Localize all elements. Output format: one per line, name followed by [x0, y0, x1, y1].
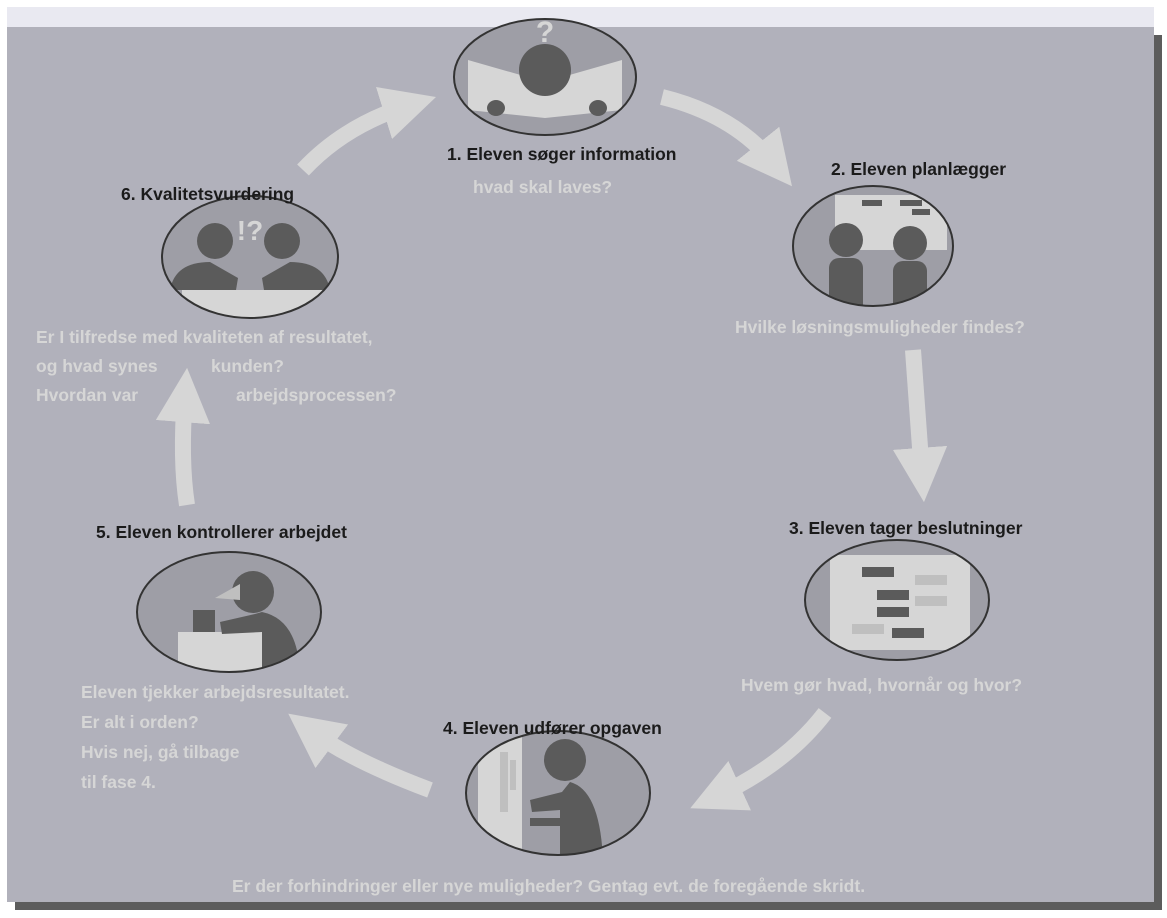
discussion-icon: !?	[161, 195, 339, 319]
step-4-description: Er der forhindringer eller nye mulighede…	[232, 876, 865, 896]
step-6-title: 6. Kvalitetsvurdering	[121, 184, 294, 204]
step-5-title: 5. Eleven kontrollerer arbejdet	[96, 522, 347, 542]
arrow-4-to-5	[288, 713, 433, 798]
team-planning-icon	[792, 185, 954, 307]
arrow-3-to-4	[690, 708, 832, 811]
question-icon: ?	[453, 16, 637, 136]
cycle-arrows	[155, 87, 948, 811]
step-3-title: 3. Eleven tager beslutninger	[789, 518, 1023, 538]
worker-icon	[465, 730, 651, 856]
arrow-6-to-1	[297, 87, 436, 176]
step-5-description-line-3: Hvis nej, gå tilbage	[81, 742, 240, 762]
step-5: 5. Eleven kontrollerer arbejdet Eleven t…	[81, 522, 349, 792]
step-6-description-line-5: arbejdsprocessen?	[236, 385, 396, 405]
arrow-5-to-6	[155, 367, 211, 507]
arrow-1-to-2	[660, 89, 792, 187]
step-6-description-line-4: Hvordan var	[36, 385, 138, 405]
step-5-description-line-4: til fase 4.	[81, 772, 156, 792]
svg-text:!?: !?	[237, 215, 263, 246]
step-6-description-line-3: kunden?	[211, 356, 284, 376]
step-4: 4. Eleven udfører opgaven Er der forhind…	[232, 718, 865, 896]
schedule-board-icon	[804, 539, 990, 661]
step-1-title: 1. Eleven søger information	[447, 144, 677, 164]
arrow-2-to-3	[892, 349, 948, 503]
step-2: 2. Eleven planlægger Hvilke løsningsmuli…	[735, 159, 1025, 337]
step-5-description-line-2: Er alt i orden?	[81, 712, 199, 732]
step-6-description-line-1: Er I tilfredse med kvaliteten af resulta…	[36, 327, 373, 347]
top-band	[7, 7, 1154, 27]
step-6-description-line-2: og hvad synes	[36, 356, 158, 376]
step-3: 3. Eleven tager beslutninger Hvem gør hv…	[741, 518, 1023, 695]
inspector-icon	[136, 551, 322, 673]
step-6: 6. Kvalitetsvurdering Er I tilfredse med…	[36, 184, 396, 405]
step-1-description: hvad skal laves?	[473, 177, 612, 197]
step-5-description-line-1: Eleven tjekker arbejdsresultatet.	[81, 682, 349, 702]
step-2-title: 2. Eleven planlægger	[831, 159, 1006, 179]
step-2-description: Hvilke løsningsmuligheder findes?	[735, 317, 1025, 337]
step-1: 1. Eleven søger information hvad skal la…	[447, 144, 677, 197]
step-4-title: 4. Eleven udfører opgaven	[443, 718, 662, 738]
svg-text:?: ?	[536, 16, 554, 49]
step-3-description: Hvem gør hvad, hvornår og hvor?	[741, 675, 1022, 695]
